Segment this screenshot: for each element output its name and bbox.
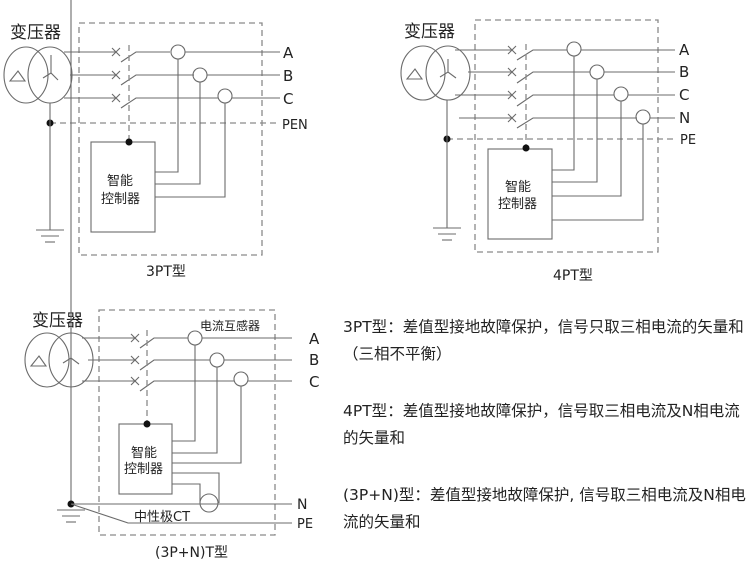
description-text: ：差值型接地故障保护，信号只取三相电流的矢量和（三相不平衡） — [343, 318, 744, 363]
transformer-icon — [3, 46, 73, 104]
description-title: 4PT型 — [343, 402, 388, 420]
line-label-c: C — [283, 90, 293, 108]
line-label-b: B — [309, 351, 319, 369]
controller-label: 智能 — [505, 180, 531, 195]
ct-label: 电流互感器 — [200, 318, 260, 333]
transformer-label: 变压器 — [32, 311, 83, 331]
description-title: (3P+N)型 — [343, 486, 415, 504]
description-3p-n: (3P+N)型：差值型接地故障保护, 信号取三相电流及N相电流的矢量和 — [343, 482, 748, 536]
device-boundary — [98, 309, 276, 536]
line-label-a: A — [679, 41, 690, 59]
ct-icon — [613, 86, 629, 102]
line-label-n: N — [297, 497, 307, 513]
ground-icon — [57, 509, 85, 523]
ct-icon — [589, 64, 605, 80]
smart-controller — [487, 148, 553, 240]
breaker-icon — [507, 45, 637, 129]
line-label-a: A — [309, 330, 320, 348]
line-label-b: B — [679, 63, 689, 81]
ground-icon — [433, 227, 461, 241]
neutral-ct-label: 中性极CT — [134, 510, 190, 525]
delta-icon — [8, 70, 27, 82]
diagram-3p-n-t: 变压器 电流互感器 智能 控制器 — [24, 0, 320, 561]
line-label-c: C — [309, 373, 319, 391]
ct-icon — [170, 44, 186, 60]
device-boundary — [474, 19, 659, 253]
diagram-3pt: 变压器 — [3, 22, 308, 280]
line-label-b: B — [283, 67, 293, 85]
ct-icon — [187, 330, 203, 346]
transformer-label: 变压器 — [404, 22, 455, 42]
description-3pt: 3PT型：差值型接地故障保护，信号只取三相电流的矢量和（三相不平衡） — [343, 314, 748, 368]
controller-label: 智能 — [131, 446, 157, 461]
ct-icon — [209, 352, 225, 368]
diagram-caption: (3P+N)T型 — [155, 545, 228, 561]
delta-icon — [405, 68, 424, 80]
delta-icon — [29, 355, 48, 367]
neutral-ct-icon — [199, 493, 219, 513]
ct-icon — [566, 41, 582, 57]
breaker-icon — [111, 47, 218, 109]
ct-icon — [192, 67, 208, 83]
smart-controller — [90, 141, 156, 233]
line-label-c: C — [679, 86, 689, 104]
breaker-icon — [130, 333, 234, 392]
line-label-a: A — [283, 44, 294, 62]
controller-label: 控制器 — [498, 197, 537, 212]
diagram-caption: 3PT型 — [146, 264, 186, 280]
line-label-pe: PE — [297, 517, 313, 532]
transformer-icon — [400, 45, 471, 101]
line-label-n: N — [679, 109, 690, 127]
transformer-icon — [24, 332, 94, 388]
ct-icon — [217, 88, 233, 104]
controller-label: 控制器 — [101, 192, 140, 207]
diagram-4pt: 变压器 — [400, 19, 696, 284]
ct-icon — [233, 371, 249, 387]
controller-label: 控制器 — [124, 462, 163, 477]
device-boundary — [78, 22, 263, 256]
description-title: 3PT型 — [343, 318, 388, 336]
transformer-label: 变压器 — [10, 23, 61, 43]
ground-icon — [36, 229, 64, 243]
controller-label: 智能 — [107, 174, 133, 189]
line-label-pe: PE — [680, 133, 696, 148]
wye-icon — [42, 55, 59, 81]
diagram-caption: 4PT型 — [553, 268, 593, 284]
wye-icon — [439, 59, 457, 79]
line-label-pen: PEN — [282, 118, 308, 133]
ct-icon — [635, 109, 651, 125]
description-text: ：差值型接地故障保护, 信号取三相电流及N相电流的矢量和 — [343, 486, 746, 531]
description-4pt: 4PT型：差值型接地故障保护，信号取三相电流及N相电流的矢量和 — [343, 398, 748, 452]
description-text: ：差值型接地故障保护，信号取三相电流及N相电流的矢量和 — [343, 402, 740, 447]
